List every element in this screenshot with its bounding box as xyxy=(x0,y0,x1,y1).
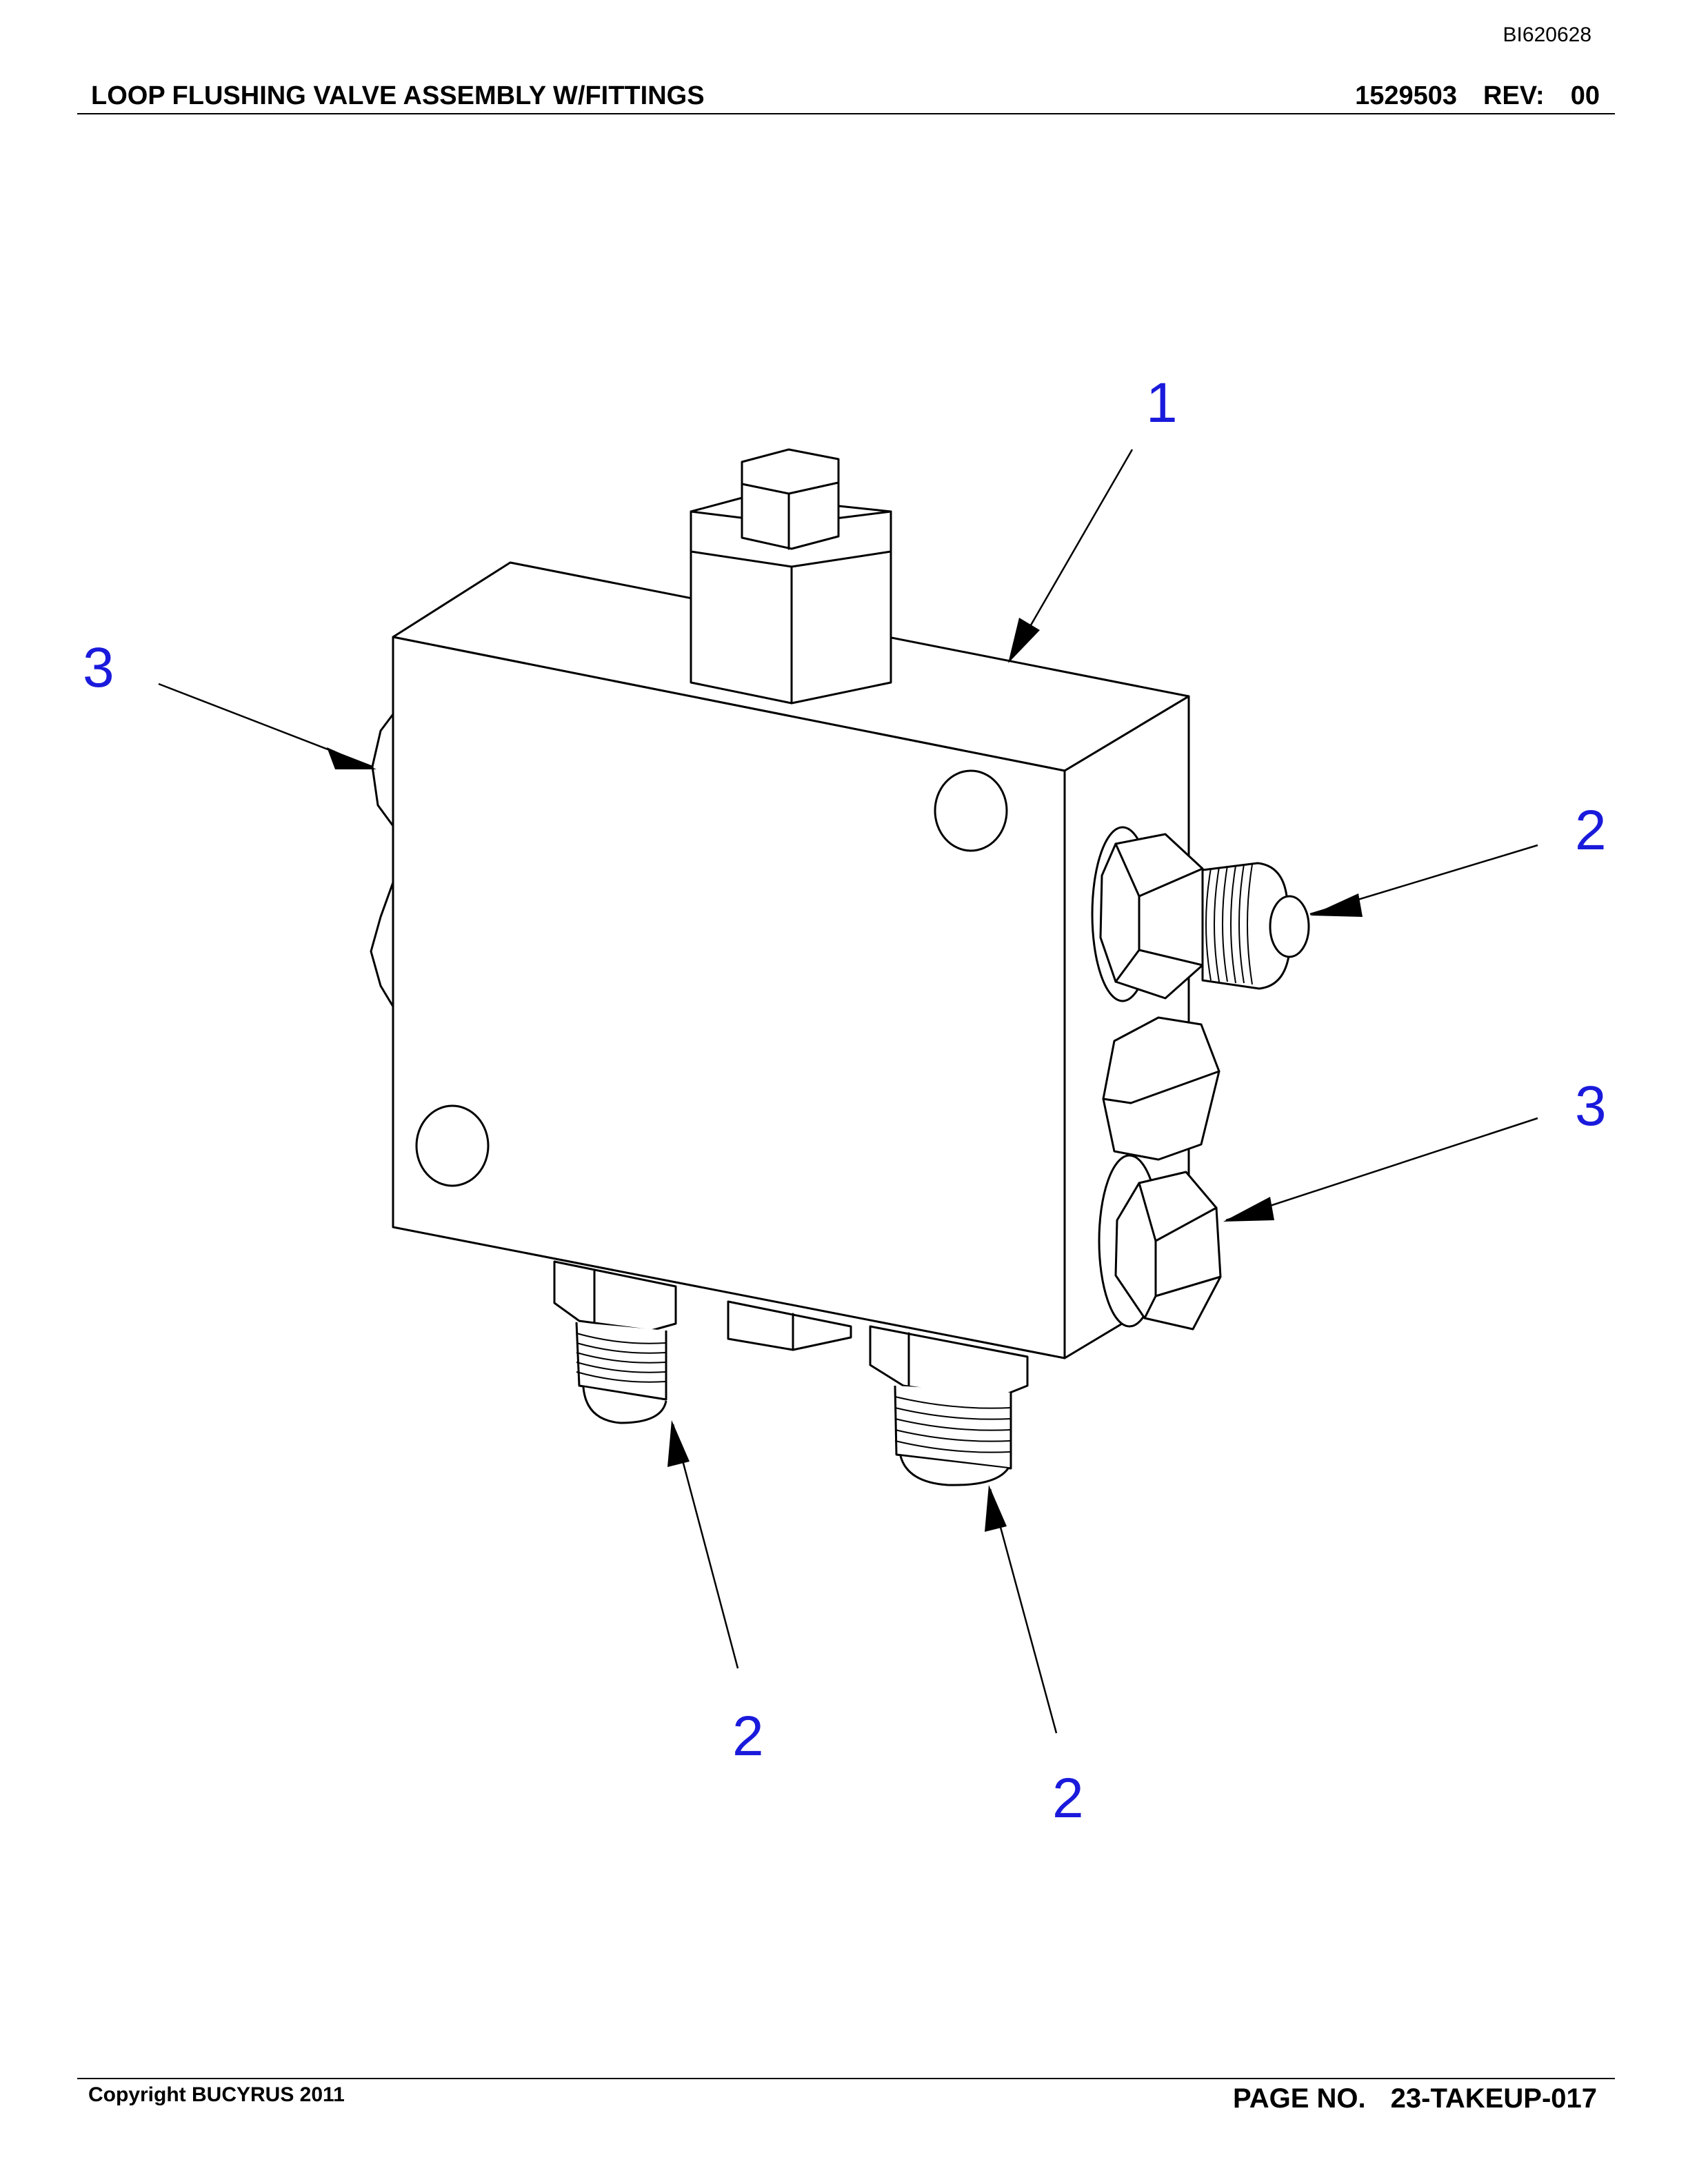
mounting-hole xyxy=(934,769,1008,852)
cartridge-valve xyxy=(690,448,892,705)
page-label: PAGE NO. xyxy=(1233,2083,1366,2114)
page-value: 23-TAKEUP-017 xyxy=(1390,2083,1597,2114)
leader-line-2-right xyxy=(1309,844,1538,917)
part-revision: 1529503 REV: 00 xyxy=(1355,81,1600,111)
document-id: BI620628 xyxy=(1503,23,1591,46)
bottom-fitting-left xyxy=(553,1260,677,1424)
callout-2-bottom-right: 2 xyxy=(1052,1767,1084,1830)
header-rule xyxy=(77,113,1615,114)
callout-3-left: 3 xyxy=(83,636,114,699)
bottom-center-nut xyxy=(727,1300,852,1351)
copyright: Copyright BUCYRUS 2011 xyxy=(88,2083,345,2106)
left-plug xyxy=(370,713,394,1008)
leader-line-3-right xyxy=(1223,1117,1538,1222)
part-number: 1529503 xyxy=(1355,81,1458,110)
mounting-hole xyxy=(415,1104,490,1187)
callout-2-bottom-left: 2 xyxy=(732,1705,764,1768)
callout-2-right: 2 xyxy=(1575,799,1607,862)
rev-label: REV: xyxy=(1483,81,1545,110)
leader-line-3-left xyxy=(158,682,376,769)
leader-line-1 xyxy=(1008,449,1134,663)
leader-line-2-bottom-right xyxy=(985,1485,1058,1734)
footer-rule xyxy=(77,2078,1615,2079)
page-title: LOOP FLUSHING VALVE ASSEMBLY W/FITTINGS xyxy=(91,81,705,110)
page-number: PAGE NO. 23-TAKEUP-017 xyxy=(1233,2083,1597,2114)
right-hex-plug xyxy=(1102,1016,1220,1161)
callout-1: 1 xyxy=(1146,372,1178,434)
callout-3-right: 3 xyxy=(1575,1075,1607,1138)
rev-value: 00 xyxy=(1570,81,1600,110)
right-plug-lower xyxy=(1098,1154,1222,1331)
right-fitting-upper xyxy=(1091,826,1310,1002)
leader-line-2-bottom-left xyxy=(667,1420,739,1669)
bottom-fitting-right xyxy=(869,1325,1029,1486)
